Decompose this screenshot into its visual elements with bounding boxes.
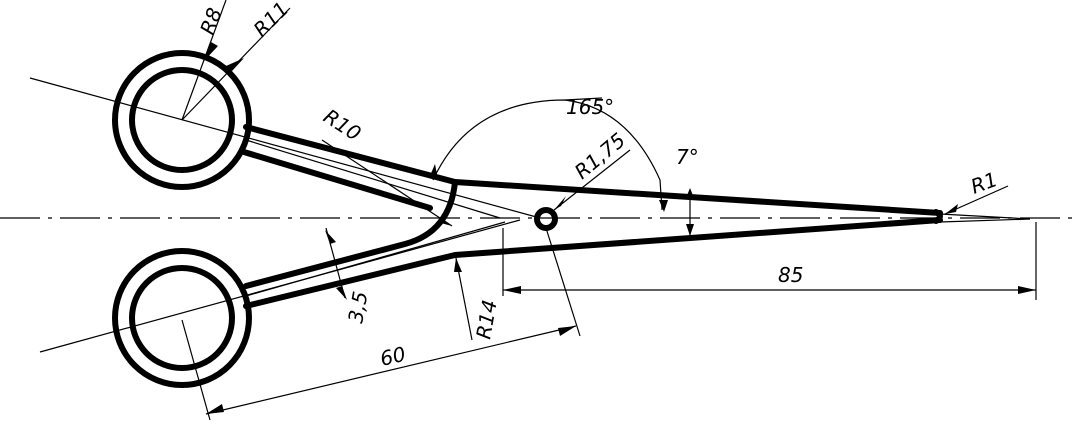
blade-tip bbox=[933, 209, 943, 224]
lower-ring-inner bbox=[129, 265, 235, 371]
upper-ring-axis-line bbox=[29, 77, 541, 219]
dim-60-ext-left bbox=[181, 319, 211, 421]
label-85: 85 bbox=[778, 263, 803, 287]
label-r11: R11 bbox=[249, 0, 294, 42]
pivot-hole bbox=[534, 207, 558, 231]
tip-extension-upper bbox=[939, 213, 1031, 220]
label-7: 7° bbox=[676, 145, 699, 169]
lower-ring-outer bbox=[112, 248, 252, 388]
r10-leader bbox=[321, 139, 453, 227]
r175-leader bbox=[553, 149, 631, 211]
lower-handle-lower-edge bbox=[243, 217, 943, 309]
dim-60-line bbox=[205, 325, 577, 415]
lower-handle-midline bbox=[245, 221, 506, 297]
label-r1: R1 bbox=[968, 167, 1001, 199]
label-35: 3,5 bbox=[343, 289, 372, 324]
label-60: 60 bbox=[378, 342, 408, 371]
label-r175: R1,75 bbox=[570, 128, 630, 184]
dim-60-ext-right bbox=[545, 227, 581, 337]
label-r10: R10 bbox=[319, 104, 365, 146]
label-r14: R14 bbox=[471, 298, 501, 341]
upper-handle-inner-edge bbox=[241, 149, 433, 211]
upper-ring-inner bbox=[129, 67, 235, 173]
angle-165-arc bbox=[432, 99, 663, 211]
tip-extension-lower bbox=[939, 218, 1031, 223]
upper-handle-midline bbox=[245, 139, 501, 219]
upper-ring-outer bbox=[112, 50, 252, 190]
lower-handle-upper-edge bbox=[243, 179, 458, 289]
label-165: 165° bbox=[566, 95, 614, 119]
